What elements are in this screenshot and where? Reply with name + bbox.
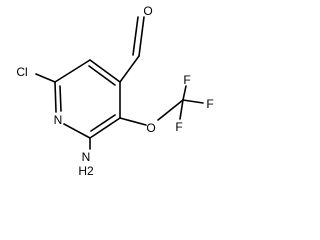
bond-c4-cho bbox=[119, 55, 140, 83]
chemical-structure-diagram: Cl N O O F F F N H2 bbox=[16, 4, 213, 178]
bond-n1-c6 bbox=[54, 81, 57, 113]
atom-label-fluorine-bottom: F bbox=[175, 120, 182, 134]
atom-label-aldehyde-oxygen: O bbox=[143, 4, 152, 18]
atom-labels: Cl N O O F F F N H2 bbox=[16, 4, 213, 178]
bond-c4-c4-inner bbox=[88, 65, 116, 86]
bond-c3-o bbox=[119, 117, 147, 126]
bond-cf3-f-bottom bbox=[179, 99, 184, 120]
atom-label-ether-oxygen: O bbox=[146, 121, 155, 135]
bond-c3-c2 bbox=[89, 117, 121, 139]
bond-c6-cl bbox=[35, 73, 56, 83]
bond-c5-c4 bbox=[89, 59, 121, 83]
atom-label-chlorine: Cl bbox=[16, 65, 27, 79]
bond-c6-c5 bbox=[54, 59, 91, 83]
atom-label-fluorine-right: F bbox=[206, 97, 213, 111]
bond-cf3-f-right bbox=[182, 99, 204, 104]
substituent-bonds bbox=[35, 16, 204, 150]
bond-c3-c2-inner bbox=[90, 114, 116, 132]
bond-co-double-1 bbox=[138, 16, 145, 57]
bond-o-cf3 bbox=[157, 99, 184, 121]
atom-label-fluorine-top: F bbox=[183, 73, 190, 87]
bond-co-double-2 bbox=[132, 16, 139, 56]
atom-label-amine-hydrogens: H2 bbox=[78, 164, 94, 178]
atom-label-ring-nitrogen: N bbox=[54, 113, 63, 127]
atom-label-amine-nitrogen: N bbox=[82, 150, 91, 164]
bond-c2-n1 bbox=[63, 123, 91, 139]
bond-cf3-f-top bbox=[182, 85, 187, 101]
bond-n1-c6-inner bbox=[59, 85, 62, 112]
pyridine-ring bbox=[54, 59, 121, 139]
